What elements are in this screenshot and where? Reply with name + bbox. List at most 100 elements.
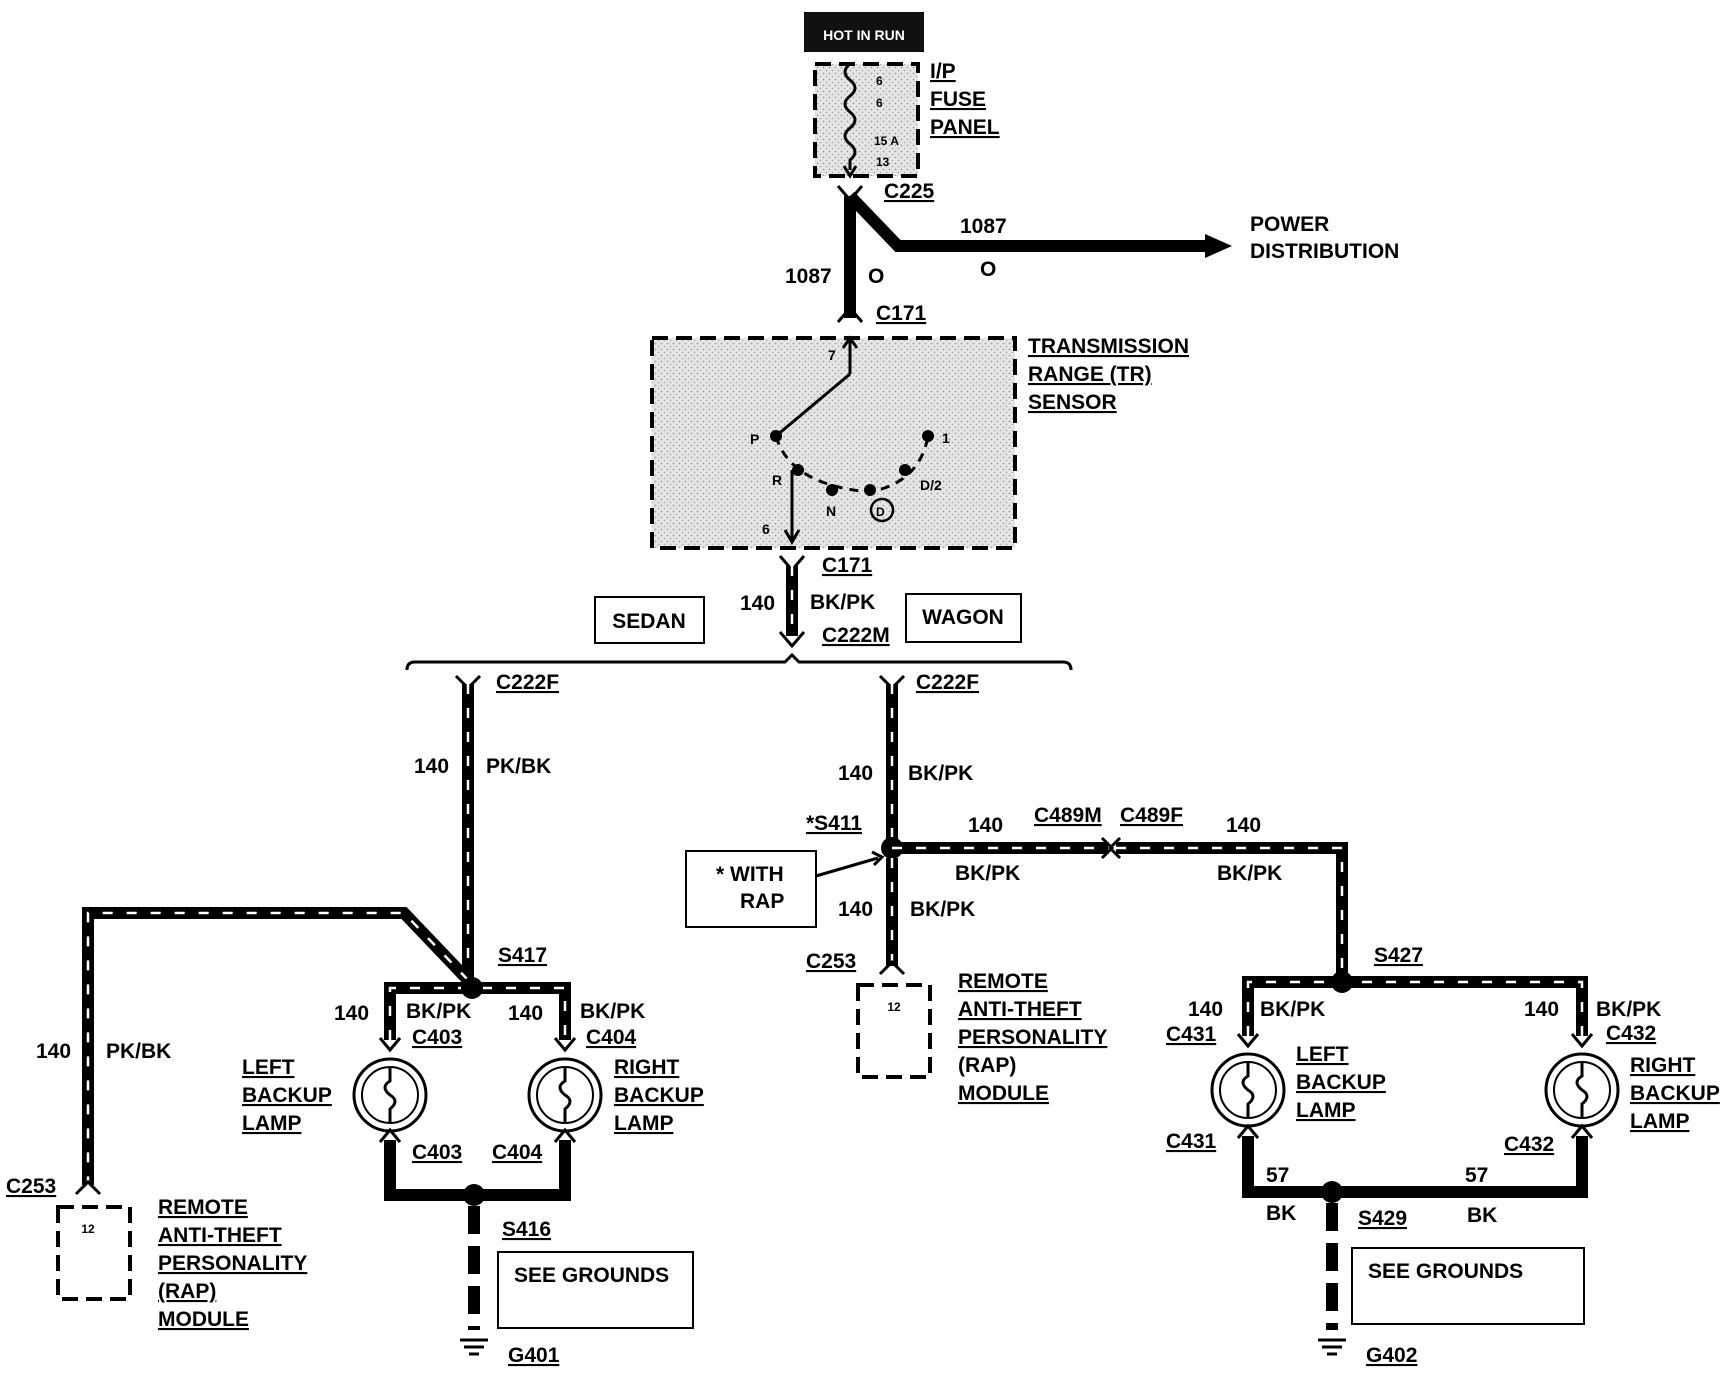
bulb-icon (558, 1067, 572, 1123)
svg-text:LAMP: LAMP (614, 1112, 674, 1135)
wire-color: BK/PK (1217, 862, 1282, 885)
wire-1087-power-dist (845, 191, 1205, 252)
wagon-left-lamp-label: LEFT BACKUP LAMP (1296, 1043, 1386, 1122)
s429-splice (1321, 1181, 1343, 1203)
sedan-left-lamp-label: LEFT BACKUP LAMP (242, 1056, 332, 1135)
wire-number: 1087 (960, 215, 1007, 238)
svg-text:13: 13 (876, 155, 890, 169)
svg-text:15 A: 15 A (874, 134, 899, 148)
svg-text:POWER: POWER (1250, 213, 1329, 236)
wire-color: O (980, 258, 996, 281)
wire-color: O (868, 265, 884, 288)
variant-bracket (405, 652, 1073, 671)
wire-color: BK/PK (1260, 998, 1325, 1021)
svg-text:ANTI-THEFT: ANTI-THEFT (158, 1224, 282, 1247)
wire-number: 1087 (785, 265, 832, 288)
tr-sensor: 7 6 P R N D D/2 1 (650, 335, 1017, 550)
svg-text:TRANSMISSION: TRANSMISSION (1028, 335, 1189, 358)
s416-splice (463, 1184, 485, 1206)
fuse-panel-label: I/P FUSE PANEL (930, 60, 1000, 139)
wagon-right-lamp-label: RIGHT BACKUP LAMP (1630, 1054, 1720, 1133)
svg-text:HOT IN RUN: HOT IN RUN (823, 27, 905, 43)
wagon-variant-box: WAGON (905, 593, 1022, 643)
svg-text:SEE GROUNDS: SEE GROUNDS (1368, 1260, 1523, 1283)
svg-text:REMOTE: REMOTE (958, 970, 1048, 993)
sedan-c222f-label: C222F (496, 671, 559, 694)
sedan-see-grounds-box: SEE GROUNDS (497, 1251, 694, 1329)
c432-bottom-label: C432 (1504, 1133, 1554, 1156)
c489m-label: C489M (1034, 804, 1102, 827)
with-rap-note-box: * WITH RAP (685, 850, 817, 928)
c171-bottom-label: C171 (822, 554, 873, 577)
wagon-see-grounds-box: SEE GROUNDS (1351, 1247, 1585, 1325)
s416-label: S416 (502, 1218, 551, 1241)
svg-text:LEFT: LEFT (242, 1056, 295, 1079)
arrow-right-icon (1205, 234, 1232, 258)
svg-text:RIGHT: RIGHT (614, 1056, 680, 1079)
svg-text:BACKUP: BACKUP (614, 1084, 704, 1107)
s427-splice (1331, 971, 1353, 993)
sedan-rap-module: 12 (56, 1205, 132, 1301)
sedan-right-backup-lamp (527, 1057, 603, 1133)
power-distribution-label: POWER DISTRIBUTION (1250, 213, 1399, 263)
c171-top-connector (836, 305, 864, 323)
svg-text:(RAP): (RAP) (958, 1054, 1016, 1077)
wagon-left-backup-lamp (1210, 1052, 1286, 1128)
wagon-c222f-label: C222F (916, 671, 979, 694)
svg-text:1: 1 (942, 430, 950, 446)
wire-number: 140 (1188, 998, 1223, 1021)
sedan-rap-module-label: REMOTE ANTI-THEFT PERSONALITY (RAP) MODU… (158, 1196, 307, 1331)
wire-number: 57 (1266, 1164, 1289, 1187)
svg-text:12: 12 (887, 1000, 901, 1014)
svg-text:BACKUP: BACKUP (1296, 1071, 1386, 1094)
svg-text:LAMP: LAMP (242, 1112, 302, 1135)
svg-text:6: 6 (876, 96, 883, 110)
c404-bottom-label: C404 (492, 1141, 543, 1164)
svg-text:12: 12 (81, 1222, 95, 1236)
wire-number: 140 (740, 592, 775, 615)
g402-label: G402 (1366, 1344, 1417, 1367)
svg-text:BACKUP: BACKUP (242, 1084, 332, 1107)
c403-bottom-label: C403 (412, 1141, 462, 1164)
svg-text:(RAP): (RAP) (158, 1280, 216, 1303)
wire-color: BK/PK (580, 1000, 645, 1023)
wire-number: 140 (508, 1002, 543, 1025)
tr-sensor-label: TRANSMISSION RANGE (TR) SENSOR (1028, 335, 1189, 414)
ip-fuse-panel: 6 6 15 A 13 (813, 62, 920, 179)
svg-text:RAP: RAP (740, 890, 784, 913)
svg-text:N: N (826, 503, 836, 519)
wire-number: 140 (414, 755, 449, 778)
sedan-left-backup-lamp (352, 1057, 428, 1133)
wire-number: 140 (334, 1002, 369, 1025)
wire-number: 140 (838, 762, 873, 785)
wire-number: 57 (1465, 1164, 1488, 1187)
wire-color: BK (1467, 1204, 1497, 1227)
wagon-rap-module: 12 (856, 983, 932, 1079)
svg-text:SEE GROUNDS: SEE GROUNDS (514, 1264, 669, 1287)
switch-contact (775, 372, 851, 438)
wire-color: BK/PK (810, 591, 875, 614)
svg-text:BACKUP: BACKUP (1630, 1082, 1720, 1105)
ground-icon (1318, 1338, 1346, 1356)
c222m-label: C222M (822, 624, 890, 647)
wire-number: 140 (1524, 998, 1559, 1021)
svg-text:LAMP: LAMP (1296, 1099, 1356, 1122)
ground-icon (460, 1338, 488, 1356)
s417-label: S417 (498, 944, 547, 967)
wire-color: BK/PK (910, 898, 975, 921)
svg-text:RIGHT: RIGHT (1630, 1054, 1696, 1077)
c431-bottom-label: C431 (1166, 1130, 1217, 1153)
hot-in-run-badge: HOT IN RUN (804, 12, 924, 52)
svg-text:REMOTE: REMOTE (158, 1196, 248, 1219)
fuse-icon (843, 62, 857, 170)
c171-top-label: C171 (876, 302, 927, 325)
c489f-label: C489F (1120, 804, 1183, 827)
svg-text:ANTI-THEFT: ANTI-THEFT (958, 998, 1082, 1021)
svg-text:FUSE: FUSE (930, 88, 986, 111)
s429-label: S429 (1358, 1207, 1407, 1230)
note-arrow (815, 856, 879, 878)
c404-top-label: C404 (586, 1026, 637, 1049)
svg-text:R: R (772, 472, 782, 488)
sedan-variant-box: SEDAN (594, 596, 705, 644)
